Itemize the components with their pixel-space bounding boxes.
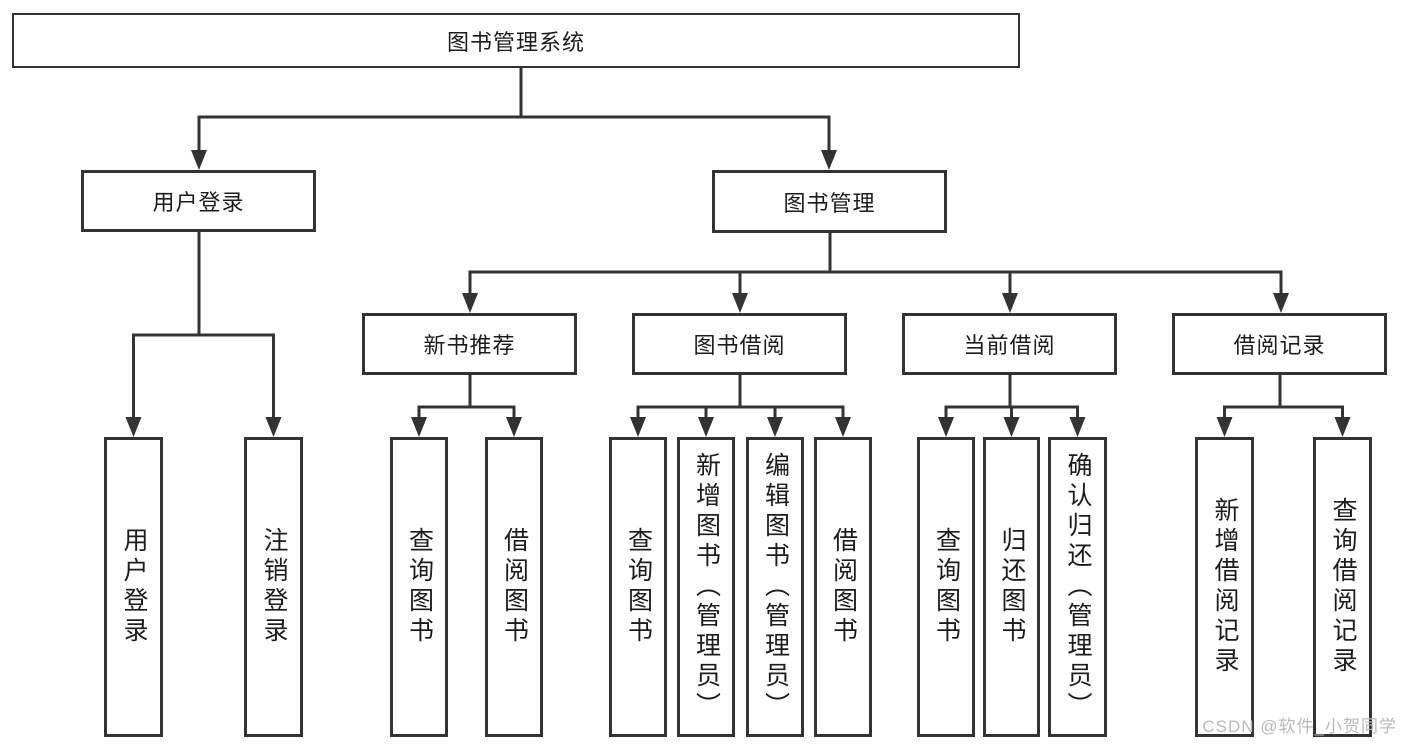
leaf-query-books-borrowing: 查询图书 [609,437,667,737]
leaf-borrow-books-recommend: 借阅图书 [485,437,543,737]
leaf-add-borrow-record: 新增借阅记录 [1195,437,1254,737]
node-book-management: 图书管理 [712,170,947,233]
leaf-query-books-current: 查询图书 [917,437,975,737]
node-current-borrowing: 当前借阅 [902,313,1117,375]
leaf-add-book-admin: 新增图书（管理员） [677,437,735,737]
csdn-watermark: CSDN @软件_小贺同学 [1202,717,1397,736]
root-box-system: 图书管理系统 [12,13,1020,68]
node-user-login: 用户登录 [81,170,316,232]
leaf-logout: 注销登录 [244,437,303,737]
leaf-user-login: 用户登录 [104,437,163,737]
leaf-return-books: 归还图书 [983,437,1040,737]
node-new-book-recommend: 新书推荐 [362,313,577,375]
node-book-borrowing: 图书借阅 [632,313,847,375]
leaf-query-books-recommend: 查询图书 [390,437,448,737]
leaf-borrow-books-borrowing: 借阅图书 [814,437,872,737]
leaf-query-borrow-record: 查询借阅记录 [1313,437,1372,737]
node-borrowing-records: 借阅记录 [1172,313,1387,375]
leaf-edit-book-admin: 编辑图书（管理员） [746,437,804,737]
leaf-confirm-return-admin: 确认归还（管理员） [1048,437,1107,737]
